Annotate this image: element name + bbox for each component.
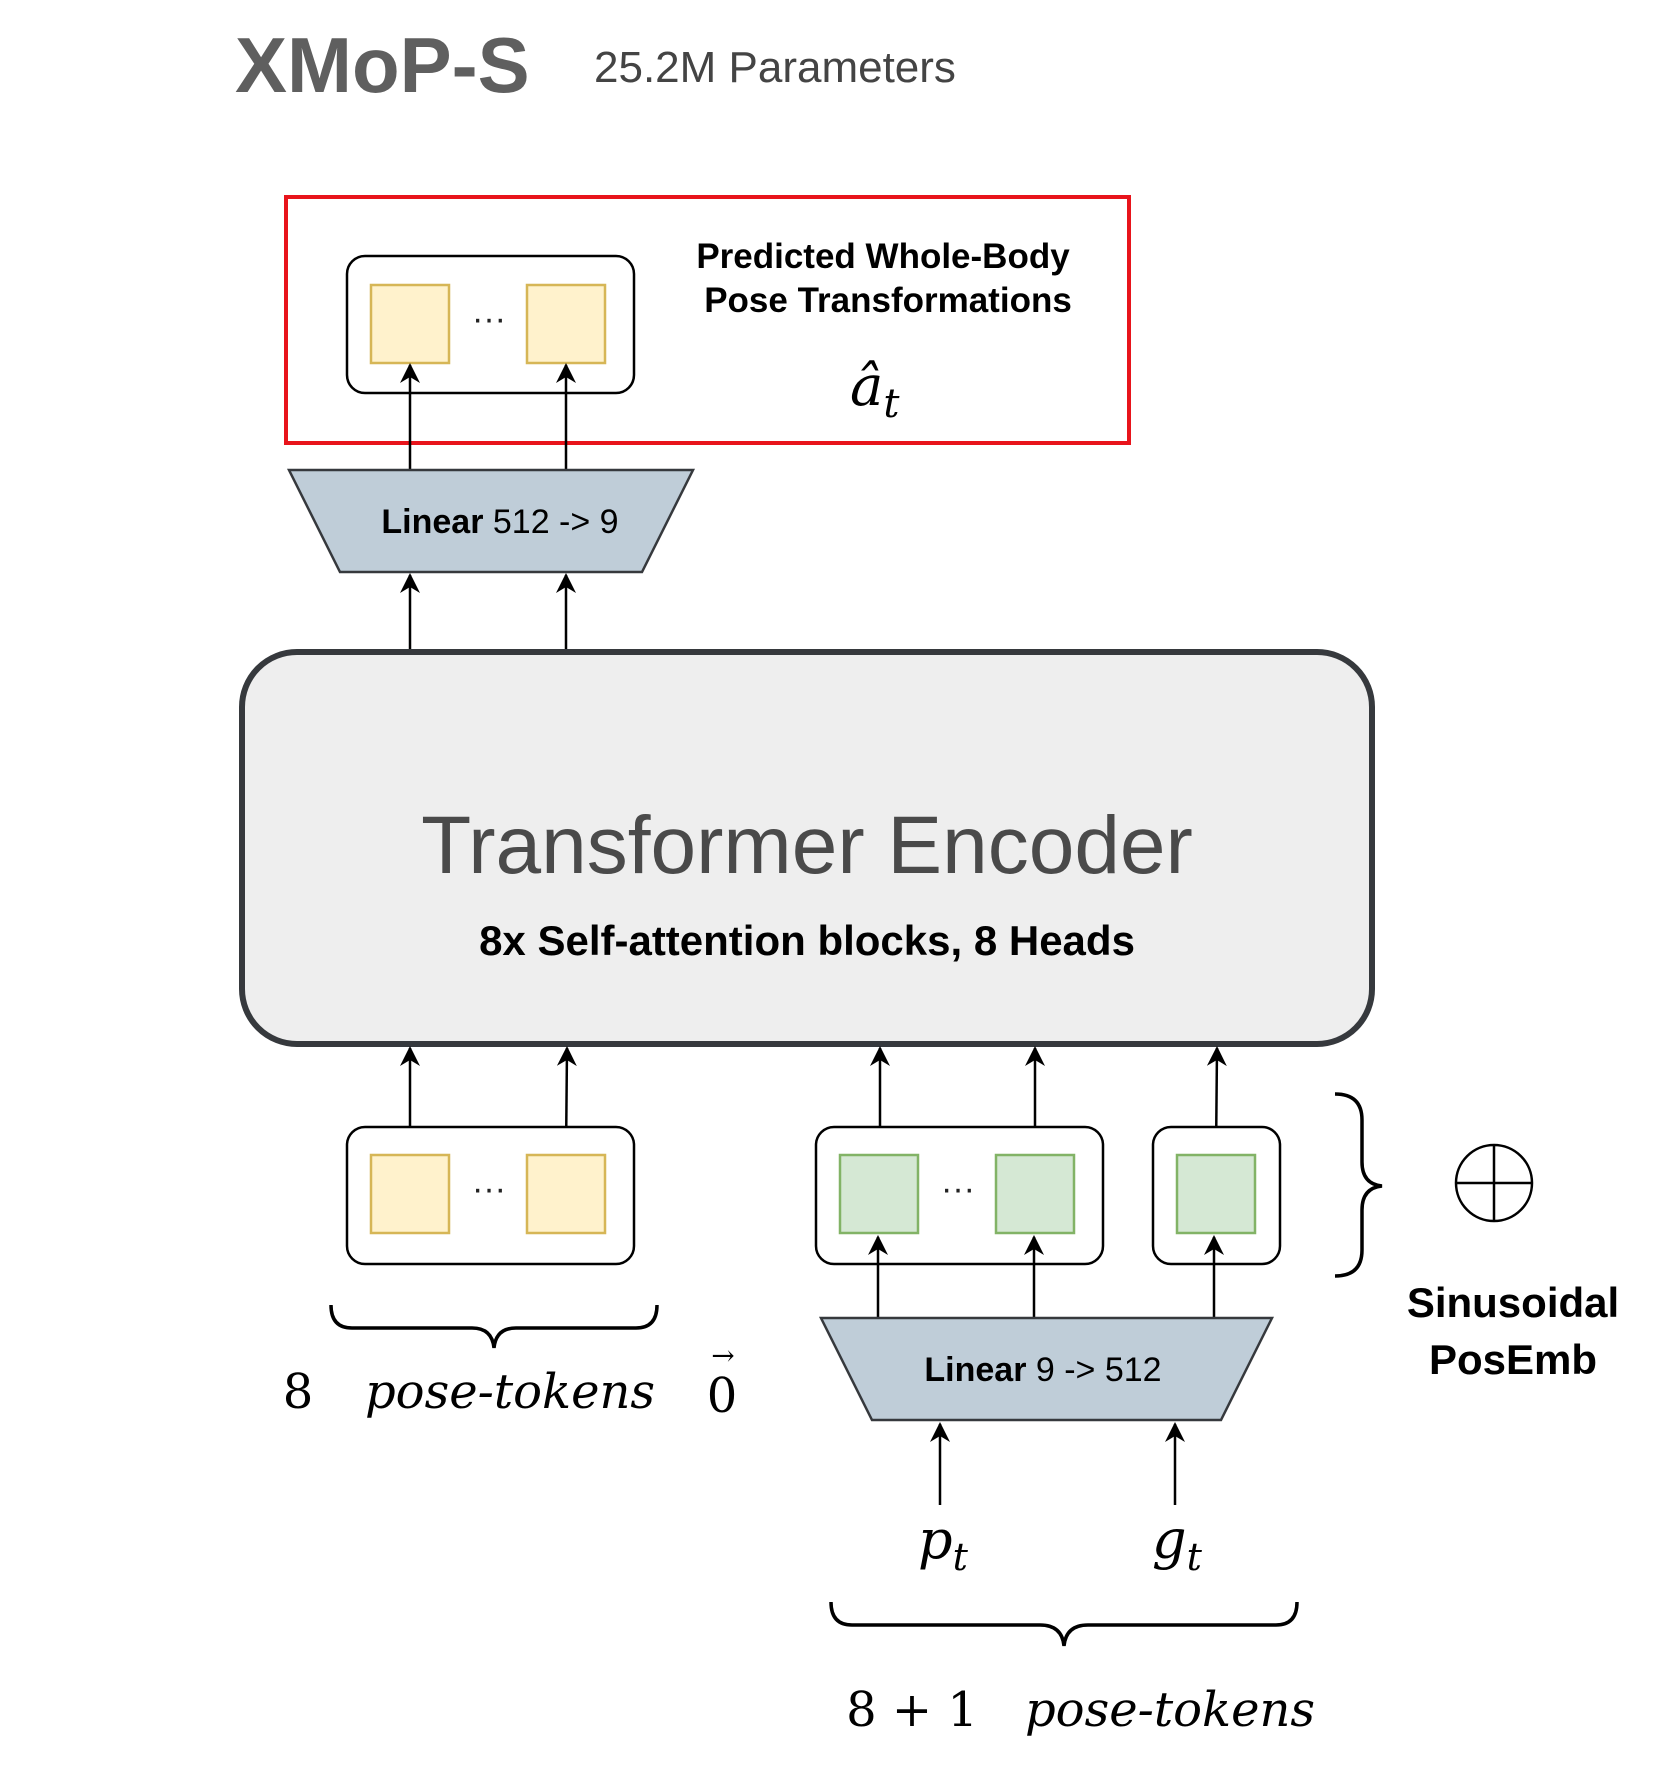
linear-out-label-dims: 512 -> 9 <box>483 503 618 541</box>
input-token <box>994 1153 1076 1235</box>
linear-in-label: Linear 9 -> 512 <box>924 1351 1161 1389</box>
goal-token <box>1175 1153 1257 1235</box>
posemb-brace <box>1334 1092 1383 1278</box>
query-token <box>369 1153 451 1235</box>
linear-out-label-bold: Linear <box>381 503 483 541</box>
g-subscript: t <box>1187 1535 1203 1579</box>
transformer-encoder-block <box>239 649 1375 1047</box>
p-main: p <box>918 1508 953 1571</box>
output-caption-line1: Predicted Whole-Body <box>696 237 1070 276</box>
input-token <box>838 1153 920 1235</box>
encoder-subtitle: 8x Self-attention blocks, 8 Heads <box>479 917 1135 964</box>
p-subscript: t <box>953 1535 969 1579</box>
zero-vector-arrow: → <box>711 1339 734 1372</box>
encoder-title: Transformer Encoder <box>421 800 1193 891</box>
output-highlight-frame <box>284 195 1131 445</box>
output-token <box>369 283 451 365</box>
query-brace <box>329 1304 659 1349</box>
output-token-ellipsis: ··· <box>472 300 506 338</box>
add-operator-icon <box>1454 1143 1534 1223</box>
zero-vector: 0 <box>707 1368 738 1424</box>
g-main: g <box>1152 1508 1187 1571</box>
query-label-name: pose-tokens <box>365 1364 655 1420</box>
model-title: XMoP-S <box>235 21 530 109</box>
a-hat-main: â <box>850 354 883 419</box>
a-hat-subscript: t <box>883 381 900 427</box>
linear-in-label-bold: Linear <box>924 1351 1026 1389</box>
input-label-count: 8 + 1 <box>846 1682 978 1738</box>
input-brace <box>829 1601 1299 1647</box>
linear-in-label-dims: 9 -> 512 <box>1026 1351 1161 1389</box>
linear-in-layer <box>818 1316 1275 1422</box>
current-pose-symbol: pt <box>918 1508 969 1579</box>
linear-out-layer <box>286 468 696 574</box>
output-symbol-a-hat: ât <box>850 354 900 427</box>
output-caption-line2: Pose Transformations <box>704 281 1072 320</box>
posemb-label-line2: PosEmb <box>1429 1336 1597 1383</box>
query-token <box>525 1153 607 1235</box>
linear-out-label: Linear 512 -> 9 <box>381 503 618 541</box>
input-label-name: pose-tokens <box>1025 1682 1315 1738</box>
posemb-label-line1: Sinusoidal <box>1407 1279 1619 1326</box>
parameter-count: 25.2M Parameters <box>594 43 956 92</box>
query-label-count: 8 <box>283 1364 314 1420</box>
input-token-ellipsis: ··· <box>941 1170 975 1208</box>
goal-pose-symbol: gt <box>1152 1508 1203 1579</box>
output-token <box>525 283 607 365</box>
query-token-ellipsis: ··· <box>472 1170 506 1208</box>
